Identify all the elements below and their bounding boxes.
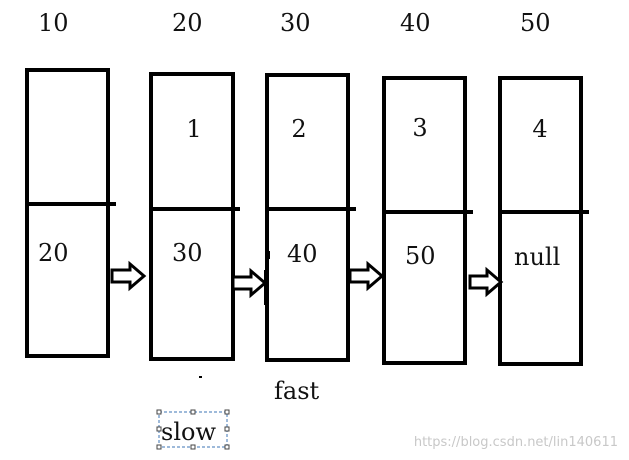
slow-pointer-label: slow xyxy=(161,418,216,446)
node-address: 40 xyxy=(400,9,431,37)
node-next: 50 xyxy=(405,242,436,270)
node-next: 40 xyxy=(287,240,318,268)
node-box xyxy=(149,72,235,361)
node-box xyxy=(498,76,583,366)
node-value: 4 xyxy=(532,115,547,143)
next-arrow-icon xyxy=(231,267,268,299)
node-address: 20 xyxy=(172,9,203,37)
node-address: 50 xyxy=(520,9,551,37)
node-box xyxy=(382,76,467,365)
node-next: 20 xyxy=(38,239,69,267)
node-address: 10 xyxy=(38,9,69,37)
node-value: 3 xyxy=(412,114,427,142)
node-value: 2 xyxy=(291,115,306,143)
next-arrow-icon xyxy=(468,266,504,298)
list-node: 1 30 xyxy=(149,72,240,361)
node-next: 30 xyxy=(172,239,203,267)
next-arrow-icon xyxy=(348,260,385,292)
watermark-text: https://blog.csdn.net/lin140611 xyxy=(414,435,618,450)
node-box xyxy=(265,73,350,362)
list-node: 4 null xyxy=(498,76,589,366)
node-next: null xyxy=(514,243,560,271)
slow-pointer: slow xyxy=(156,409,230,450)
list-node: 3 50 xyxy=(382,76,473,365)
node-box xyxy=(25,68,110,358)
next-arrow-icon xyxy=(110,260,147,292)
node-address: 30 xyxy=(280,9,311,37)
list-node: 20 xyxy=(25,68,116,358)
list-node: 2 40 xyxy=(265,73,356,362)
fast-pointer-label: fast xyxy=(274,377,320,405)
node-value: 1 xyxy=(186,115,201,143)
